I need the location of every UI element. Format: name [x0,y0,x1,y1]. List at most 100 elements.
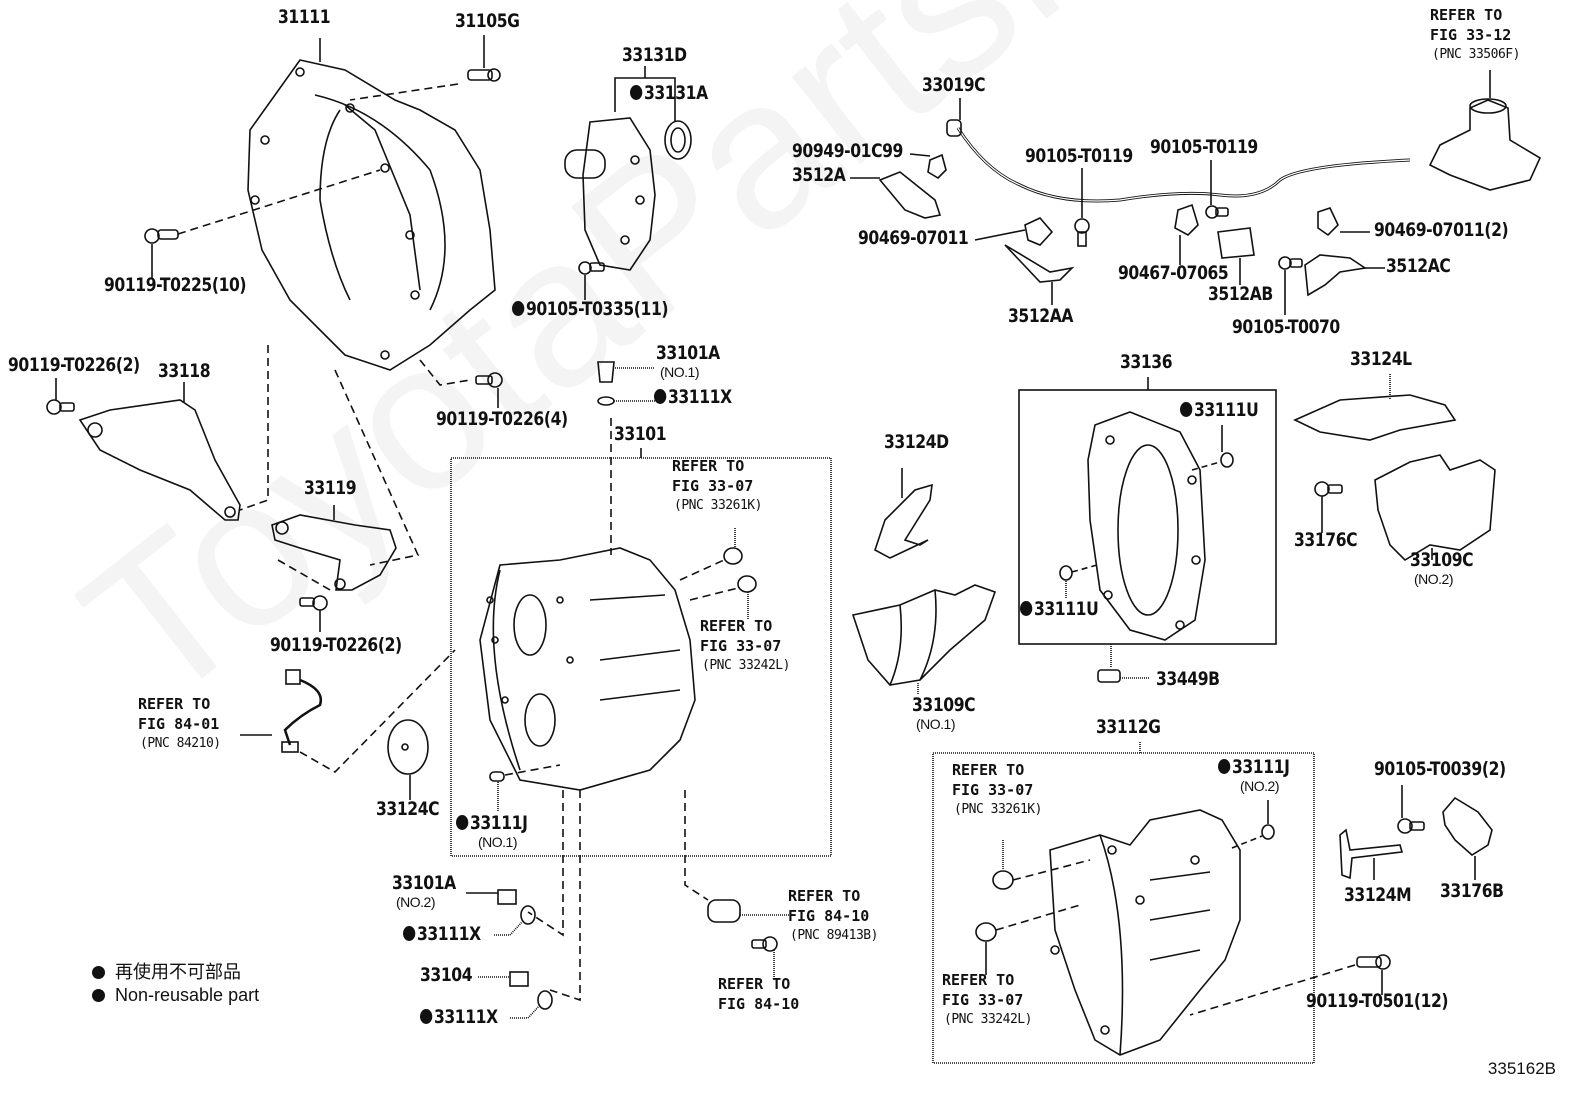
part-label-31105g[interactable]: 31105G [455,12,520,31]
part-label-33176c[interactable]: 33176C [1294,531,1358,550]
plate-33124D-drawing[interactable] [874,483,933,559]
clutch-housing-drawing[interactable] [247,59,496,371]
part-label-90105-t0119-a[interactable]: 90105-T0119 [1025,147,1133,166]
part-label-33118[interactable]: 33118 [158,362,211,381]
part-label-33111x-top[interactable]: 33111X [654,388,732,407]
part-label-90949-01c99[interactable]: 90949-01C99 [792,142,903,161]
bolt-31105G-drawing[interactable] [467,68,501,82]
part-label-90469-07011-2[interactable]: 90469-07011(2) [1374,221,1509,240]
part-label-33112g[interactable]: 33112G [1096,718,1161,737]
bracket-3512A-drawing[interactable] [878,171,942,219]
clip-90469-07011-2-drawing[interactable] [1317,207,1339,237]
bracket-3512AB-drawing[interactable] [1217,227,1255,259]
part-label-33124c[interactable]: 33124C [376,800,440,819]
drain-plug-33101A-no1-drawing[interactable] [597,361,615,383]
transmission-case-33101-drawing[interactable] [479,547,696,791]
plug-33101A-no2-drawing[interactable] [497,889,517,905]
bolt-90119-T0226-4-drawing[interactable] [475,372,503,388]
part-label-33124d[interactable]: 33124D [884,433,949,452]
bolt-90105-T0335-drawing[interactable] [578,261,605,275]
gasket-33111X-bot-drawing[interactable] [537,990,553,1010]
bolt-90105-T0070-drawing[interactable] [1278,256,1303,270]
gasket-33111X-mid-drawing[interactable] [520,905,536,925]
plug-33261K-b-drawing[interactable] [992,870,1014,890]
plug-33242L-b-drawing[interactable] [975,922,997,942]
part-label-90105-t0119-b[interactable]: 90105-T0119 [1150,138,1258,157]
part-label-33449b[interactable]: 33449B [1156,670,1220,689]
cover-33109C-no2-drawing[interactable] [1374,454,1496,562]
bolt-33176C-drawing[interactable] [1314,481,1343,497]
dowel-33111J-no1-drawing[interactable] [489,771,505,782]
plug-33261K-a-drawing[interactable] [723,547,743,565]
bracket-3512AC-drawing[interactable] [1304,254,1368,297]
part-label-33111j-2[interactable]: 33111J [1218,758,1290,777]
bolt-90105-T0039-drawing[interactable] [1397,818,1425,834]
bracket-33124M-drawing[interactable] [1339,828,1404,880]
bracket-33119-drawing[interactable] [271,514,397,591]
part-label-3512ac[interactable]: 3512AC [1386,257,1451,276]
part-label-33101a-2[interactable]: 33101A [392,874,456,893]
clip-90467-07065-drawing[interactable] [1174,203,1199,236]
part-label-33101a-1[interactable]: 33101A [656,344,720,363]
part-label-33111j-1[interactable]: 33111J [456,814,528,833]
part-label-33111x-bot[interactable]: 33111X [420,1008,498,1027]
bolt-90119-T0501-drawing[interactable] [1356,954,1391,970]
bolt-84-10-drawing[interactable] [751,936,778,952]
bracket-33118-drawing[interactable] [78,399,241,521]
part-label-90119-t0226-2a[interactable]: 90119-T0226(2) [8,356,140,375]
cover-33109C-no1-drawing[interactable] [851,584,997,686]
cover-33176B-drawing[interactable] [1442,796,1493,856]
part-label-33019c[interactable]: 33019C [922,76,986,95]
part-label-33109c-1[interactable]: 33109C [912,696,976,715]
part-label-31111[interactable]: 31111 [278,8,331,27]
part-label-33109c-2[interactable]: 33109C [1410,551,1474,570]
part-label-90105-t0070[interactable]: 90105-T0070 [1232,318,1340,337]
part-label-90119-t0226-4[interactable]: 90119-T0226(4) [436,410,568,429]
shift-cable-33019C-drawing[interactable] [946,119,1411,203]
adapter-plate-33136-drawing[interactable] [1087,411,1206,641]
part-label-33111x-mid[interactable]: 33111X [403,925,481,944]
part-label-3512ab[interactable]: 3512AB [1208,285,1273,304]
part-label-90105-t0039[interactable]: 90105-T0039(2) [1374,760,1506,779]
plug-33104-drawing[interactable] [509,971,529,987]
bolt-90119-T0225-drawing[interactable] [144,228,179,244]
bracket-3512AA-drawing[interactable] [1004,244,1075,283]
dowel-33111U-bot-drawing[interactable] [1059,565,1073,581]
bolt-90119-T0226-2b-drawing[interactable] [299,595,328,611]
part-label-33119[interactable]: 33119 [304,479,357,498]
plug-33242L-a-drawing[interactable] [737,575,757,593]
part-label-33131d[interactable]: 33131D [622,46,687,65]
bolt-90105-T0119b-drawing[interactable] [1205,205,1229,219]
part-label-3512aa[interactable]: 3512AA [1008,307,1073,326]
dowel-33111J-no2-drawing[interactable] [1261,824,1275,840]
bolt-90105-T0119a-drawing[interactable] [1074,218,1090,247]
part-label-33111u-bot[interactable]: 33111U [1020,600,1099,619]
clamp-90949-01C99-drawing[interactable] [927,153,947,180]
part-label-90119-t0226-2b[interactable]: 90119-T0226(2) [270,636,402,655]
transfer-cover-33131D-drawing[interactable] [564,117,656,271]
part-label-3512a[interactable]: 3512A [792,166,846,185]
speed-sensor-drawing[interactable] [281,669,323,753]
plate-33124C-drawing[interactable] [387,719,429,775]
part-label-33104[interactable]: 33104 [420,966,473,985]
sensor-89413B-drawing[interactable] [707,899,741,923]
part-label-90469-07011[interactable]: 90469-07011 [858,229,969,248]
clip-90469-07011-drawing[interactable] [1024,217,1054,246]
bolt-90119-T0226-2a-drawing[interactable] [46,399,75,415]
gasket-33111X-top-drawing[interactable] [597,396,615,406]
dowel-33111U-top-drawing[interactable] [1220,452,1234,468]
part-label-90105-t0335[interactable]: 90105-T0335(11) [512,300,668,319]
part-label-33136[interactable]: 33136 [1120,353,1173,372]
shift-lever-retainer-drawing[interactable] [1428,98,1542,191]
part-label-33101[interactable]: 33101 [614,425,667,444]
part-label-33124l[interactable]: 33124L [1350,350,1412,369]
extension-housing-33112G-drawing[interactable] [1049,809,1241,1056]
plate-33124L-drawing[interactable] [1293,394,1457,441]
plug-33449B-drawing[interactable] [1097,669,1121,683]
part-label-33111u-top[interactable]: 33111U [1180,401,1259,420]
part-label-33131a[interactable]: 33131A [630,84,708,103]
part-label-90119-t0225[interactable]: 90119-T0225(10) [104,276,247,295]
oil-seal-33131A-drawing[interactable] [664,120,692,160]
part-label-90119-t0501[interactable]: 90119-T0501(12) [1306,992,1449,1011]
part-label-33176b[interactable]: 33176B [1440,882,1504,901]
